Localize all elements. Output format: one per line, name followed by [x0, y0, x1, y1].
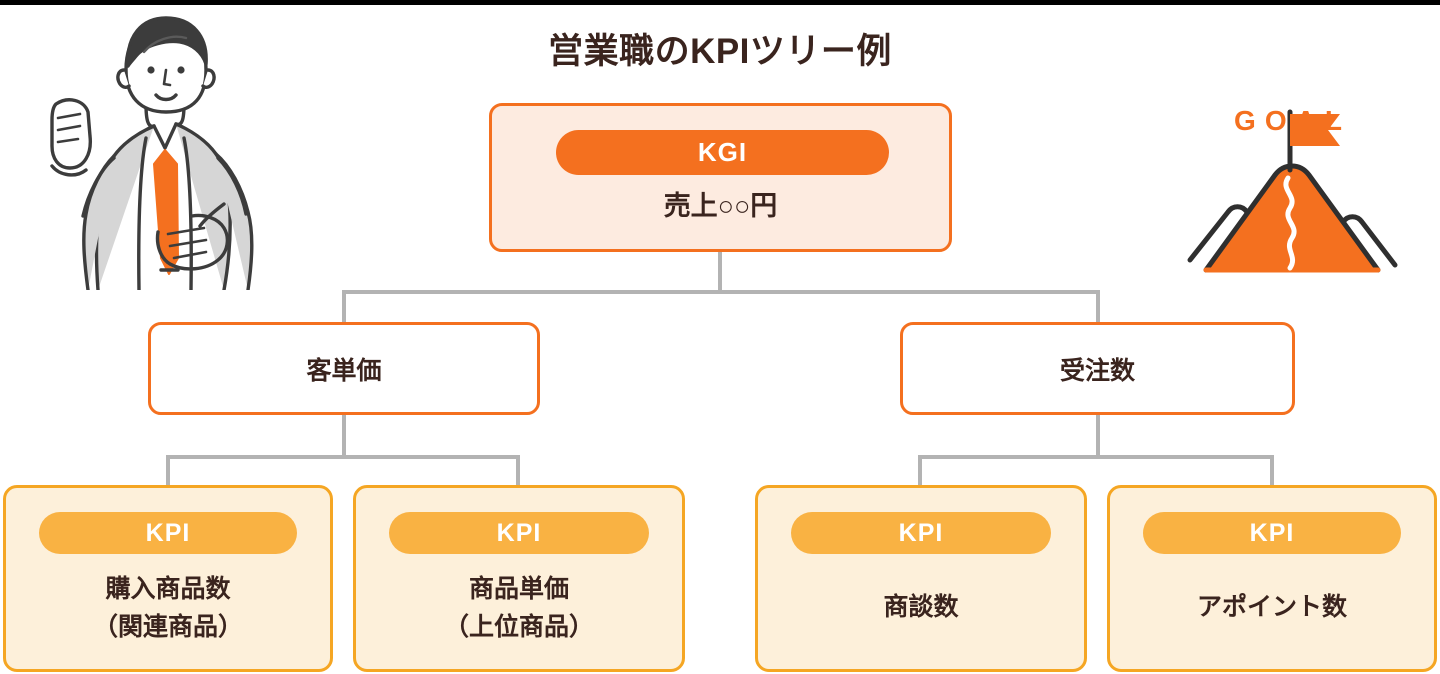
- connector-right-kpi1-drop: [918, 455, 922, 487]
- kpi-label-line1: 購入商品数: [105, 575, 231, 603]
- kpi-label: 商談数: [758, 588, 1084, 626]
- branch-node-customer-unit-price[interactable]: 客単価: [148, 322, 540, 415]
- connector-right-stem: [1096, 415, 1100, 457]
- kpi-node-appointment-count[interactable]: KPI アポイント数: [1107, 485, 1437, 672]
- connector-left-bar: [166, 455, 520, 459]
- connector-level2-bar: [342, 290, 1100, 294]
- connector-level2-right-drop: [1096, 290, 1100, 324]
- connector-left-stem: [342, 415, 346, 457]
- kpi-badge: KPI: [39, 512, 297, 554]
- kpi-label-line1: 商談数: [883, 593, 959, 621]
- kgi-value: 売上○○円: [663, 191, 778, 221]
- kpi-label: アポイント数: [1110, 588, 1434, 626]
- kpi-badge: KPI: [791, 512, 1051, 554]
- kpi-label-line2: （関連商品）: [92, 613, 243, 641]
- branch-node-order-count[interactable]: 受注数: [900, 322, 1295, 415]
- page-title: 営業職のKPIツリー例: [548, 32, 892, 71]
- mountain-flag-icon: [1180, 100, 1405, 290]
- kpi-label: 購入商品数 （関連商品）: [6, 570, 330, 646]
- kpi-node-negotiation-count[interactable]: KPI 商談数: [755, 485, 1087, 672]
- kpi-label-line1: 商品単価: [468, 575, 569, 603]
- kpi-label-line2: （上位商品）: [443, 613, 594, 641]
- kpi-node-item-unit-price[interactable]: KPI 商品単価 （上位商品）: [353, 485, 685, 672]
- kpi-label: 商品単価 （上位商品）: [356, 570, 682, 646]
- kpi-badge: KPI: [1143, 512, 1401, 554]
- kgi-node[interactable]: KGI 売上○○円: [489, 103, 952, 252]
- connector-kgi-stem: [718, 252, 722, 292]
- connector-level2-left-drop: [342, 290, 346, 324]
- kgi-badge: KGI: [556, 130, 889, 175]
- connector-left-kpi1-drop: [166, 455, 170, 487]
- kpi-label-line1: アポイント数: [1196, 593, 1347, 621]
- top-black-bar: [0, 0, 1440, 5]
- connector-left-kpi2-drop: [516, 455, 520, 487]
- kpi-node-purchased-items[interactable]: KPI 購入商品数 （関連商品）: [3, 485, 333, 672]
- businessman-illustration: [28, 8, 288, 292]
- kpi-badge: KPI: [389, 512, 649, 554]
- connector-right-kpi2-drop: [1270, 455, 1274, 487]
- connector-right-bar: [918, 455, 1274, 459]
